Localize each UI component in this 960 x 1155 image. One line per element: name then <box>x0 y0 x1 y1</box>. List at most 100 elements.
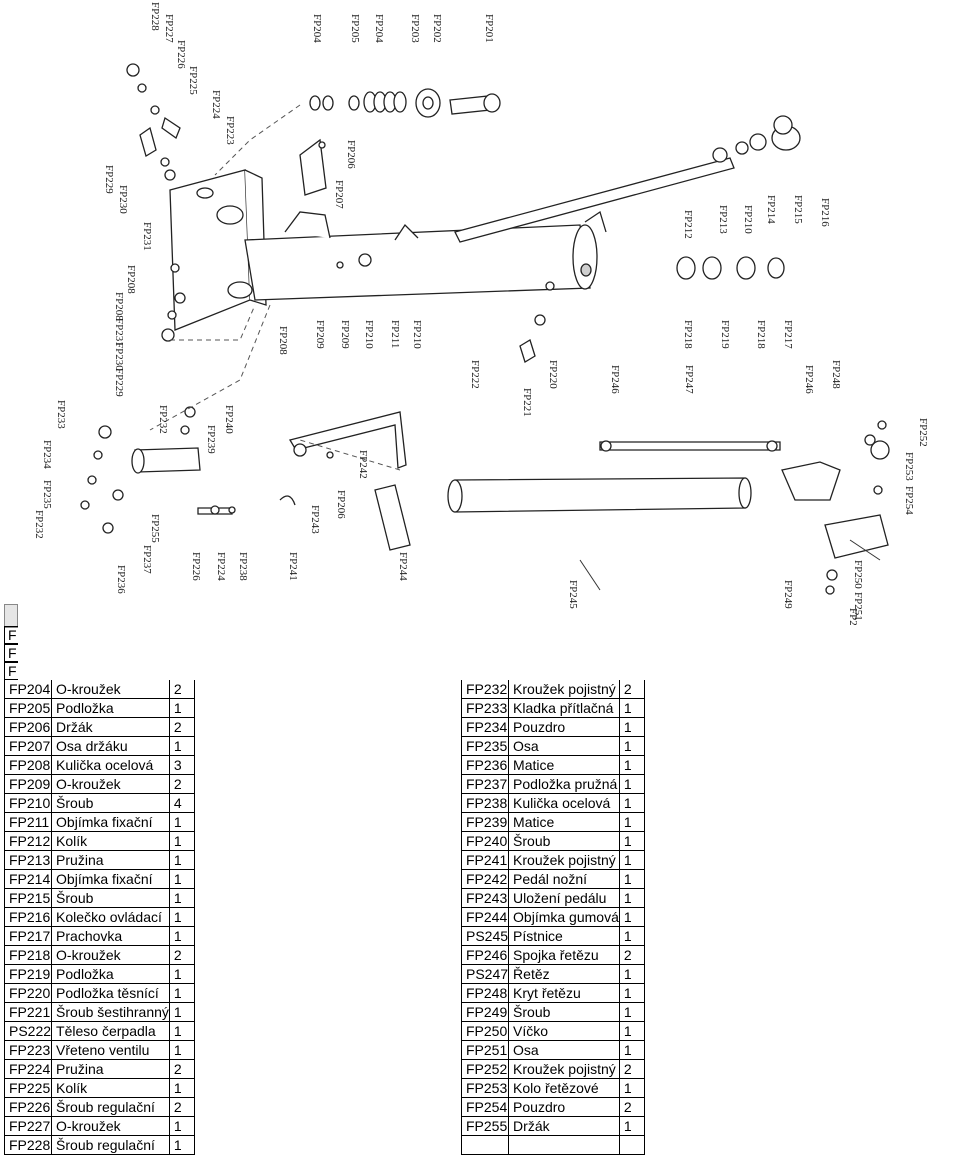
part-number: FP221 <box>3 1002 53 1022</box>
part-qty: 1 <box>618 888 645 908</box>
part-name: Šroub <box>508 831 620 851</box>
part-callout-label: FP226 <box>190 552 202 581</box>
part-callout-label: FP233 <box>55 400 67 429</box>
part-name: Držák <box>508 1116 620 1136</box>
part-name: Pouzdro <box>508 1097 620 1117</box>
part-number: FP206 <box>3 717 53 737</box>
part-number: FP237 <box>460 774 510 794</box>
part-number: FP214 <box>3 869 53 889</box>
part-qty: 1 <box>618 1021 645 1041</box>
part-name: Kolo řetězové <box>508 1078 620 1098</box>
part-name: Držák <box>51 717 170 737</box>
part-number: FP254 <box>460 1097 510 1117</box>
part-number: FP225 <box>3 1078 53 1098</box>
part-callout-label: FP210 <box>363 320 375 349</box>
part-callout-label: FP212 <box>682 210 694 239</box>
part-qty: 1 <box>618 1040 645 1060</box>
part-qty: 1 <box>618 1078 645 1098</box>
part-name: Kroužek pojistný <box>508 680 620 699</box>
part-callout-label: FP224 <box>215 552 227 581</box>
part-callout-label: FP225 <box>187 66 199 95</box>
part-name: O-kroužek <box>51 945 170 965</box>
part-number: FP215 <box>3 888 53 908</box>
part-name: Pružina <box>51 1059 170 1079</box>
part-callout-label: FP239 <box>205 425 217 454</box>
part-callout-label: FP246 <box>803 365 815 394</box>
part-qty: 1 <box>168 698 195 718</box>
part-number: FP212 <box>3 831 53 851</box>
part-number: FP216 <box>3 907 53 927</box>
part-callout-label: FP223 <box>224 116 236 145</box>
part-callout-label: FP210 <box>411 320 423 349</box>
part-qty: 1 <box>618 831 645 851</box>
part-qty: 1 <box>618 926 645 946</box>
part-qty: 1 <box>618 1116 645 1136</box>
part-callout-label: FP243 <box>309 505 321 534</box>
part-number: FP211 <box>3 812 53 832</box>
part-callout-label: FP211 <box>389 320 401 348</box>
pedal-assembly <box>80 406 411 551</box>
pump-cylinder <box>244 210 607 301</box>
part-name: Pedál nožní <box>508 869 620 889</box>
part-callout-label: FP218 <box>682 320 694 349</box>
part-callout-label: FP246 <box>609 365 621 394</box>
part-number: FP208 <box>3 755 53 775</box>
part-number: FP209 <box>3 774 53 794</box>
part-name: Podložka <box>51 698 170 718</box>
part-callout-label: FP251 <box>852 592 864 621</box>
chain-guard <box>781 461 841 501</box>
part-number: FP224 <box>3 1059 53 1079</box>
part-callout-label: FP216 <box>819 198 831 227</box>
part-callout-label: FP218 <box>755 320 767 349</box>
part-name: Kulička ocelová <box>51 755 170 775</box>
part-qty: 1 <box>168 869 195 889</box>
part-callout-label: FP220 <box>547 360 559 389</box>
part-callout-label: FP252 <box>917 418 929 447</box>
part-qty: 1 <box>168 831 195 851</box>
part-callout-label: FP232 <box>157 405 169 434</box>
part-callout-label: FP209 <box>314 320 326 349</box>
part-number: FP217 <box>3 926 53 946</box>
part-qty: 1 <box>618 812 645 832</box>
part-callout-label: FP214 <box>765 195 777 224</box>
part-callout-label: FP206 <box>335 490 347 519</box>
part-number: PS247 <box>460 964 510 984</box>
part-qty: 2 <box>168 1059 195 1079</box>
part-qty: 2 <box>618 680 645 699</box>
part-qty: 1 <box>618 869 645 889</box>
part-name: Šroub <box>51 888 170 908</box>
part-callout-label: FP203 <box>409 14 421 43</box>
part-name: O-kroužek <box>51 680 170 699</box>
part-qty: 1 <box>618 850 645 870</box>
part-name: Kulička ocelová <box>508 793 620 813</box>
part-qty: 2 <box>168 945 195 965</box>
part-name: Pouzdro <box>508 717 620 737</box>
part-number: FP233 <box>460 698 510 718</box>
part-callout-label: FP231 <box>113 318 125 347</box>
part-callout-label: FP221 <box>521 388 533 417</box>
part-callout-label: FP204 <box>373 14 385 43</box>
clipped-row-stub: F <box>4 644 18 662</box>
part-name: Šroub šestihranný <box>51 1002 170 1022</box>
part-qty: 1 <box>168 1021 195 1041</box>
